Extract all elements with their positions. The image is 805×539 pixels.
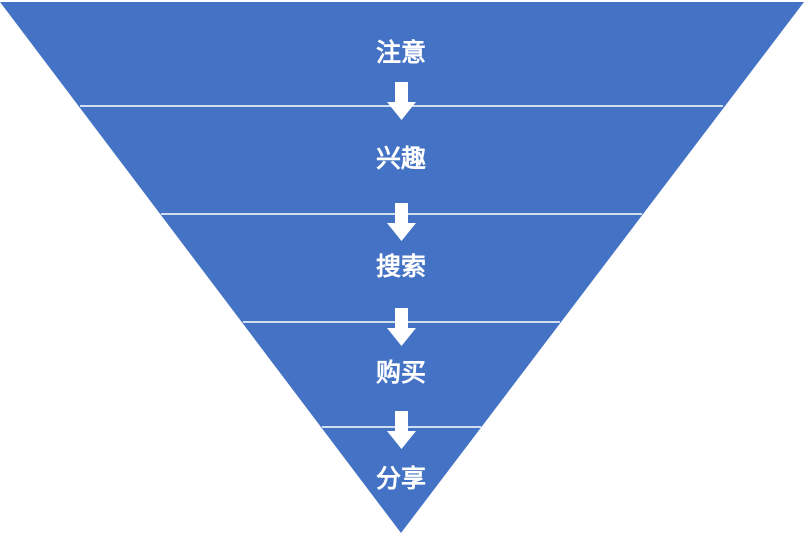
stage-arrows (387, 82, 416, 449)
stage-labels: 注意 兴趣 搜索 购买 分享 (376, 38, 426, 493)
stage-label-search: 搜索 (376, 252, 426, 281)
stage-label-share: 分享 (376, 464, 426, 493)
arrow-down-icon (387, 203, 416, 241)
stage-label-attention: 注意 (376, 38, 426, 67)
stage-label-interest: 兴趣 (376, 144, 426, 173)
arrow-down-icon (387, 82, 416, 120)
arrow-down-icon (387, 411, 416, 449)
stage-label-purchase: 购买 (376, 358, 426, 387)
arrow-down-icon (387, 308, 416, 346)
